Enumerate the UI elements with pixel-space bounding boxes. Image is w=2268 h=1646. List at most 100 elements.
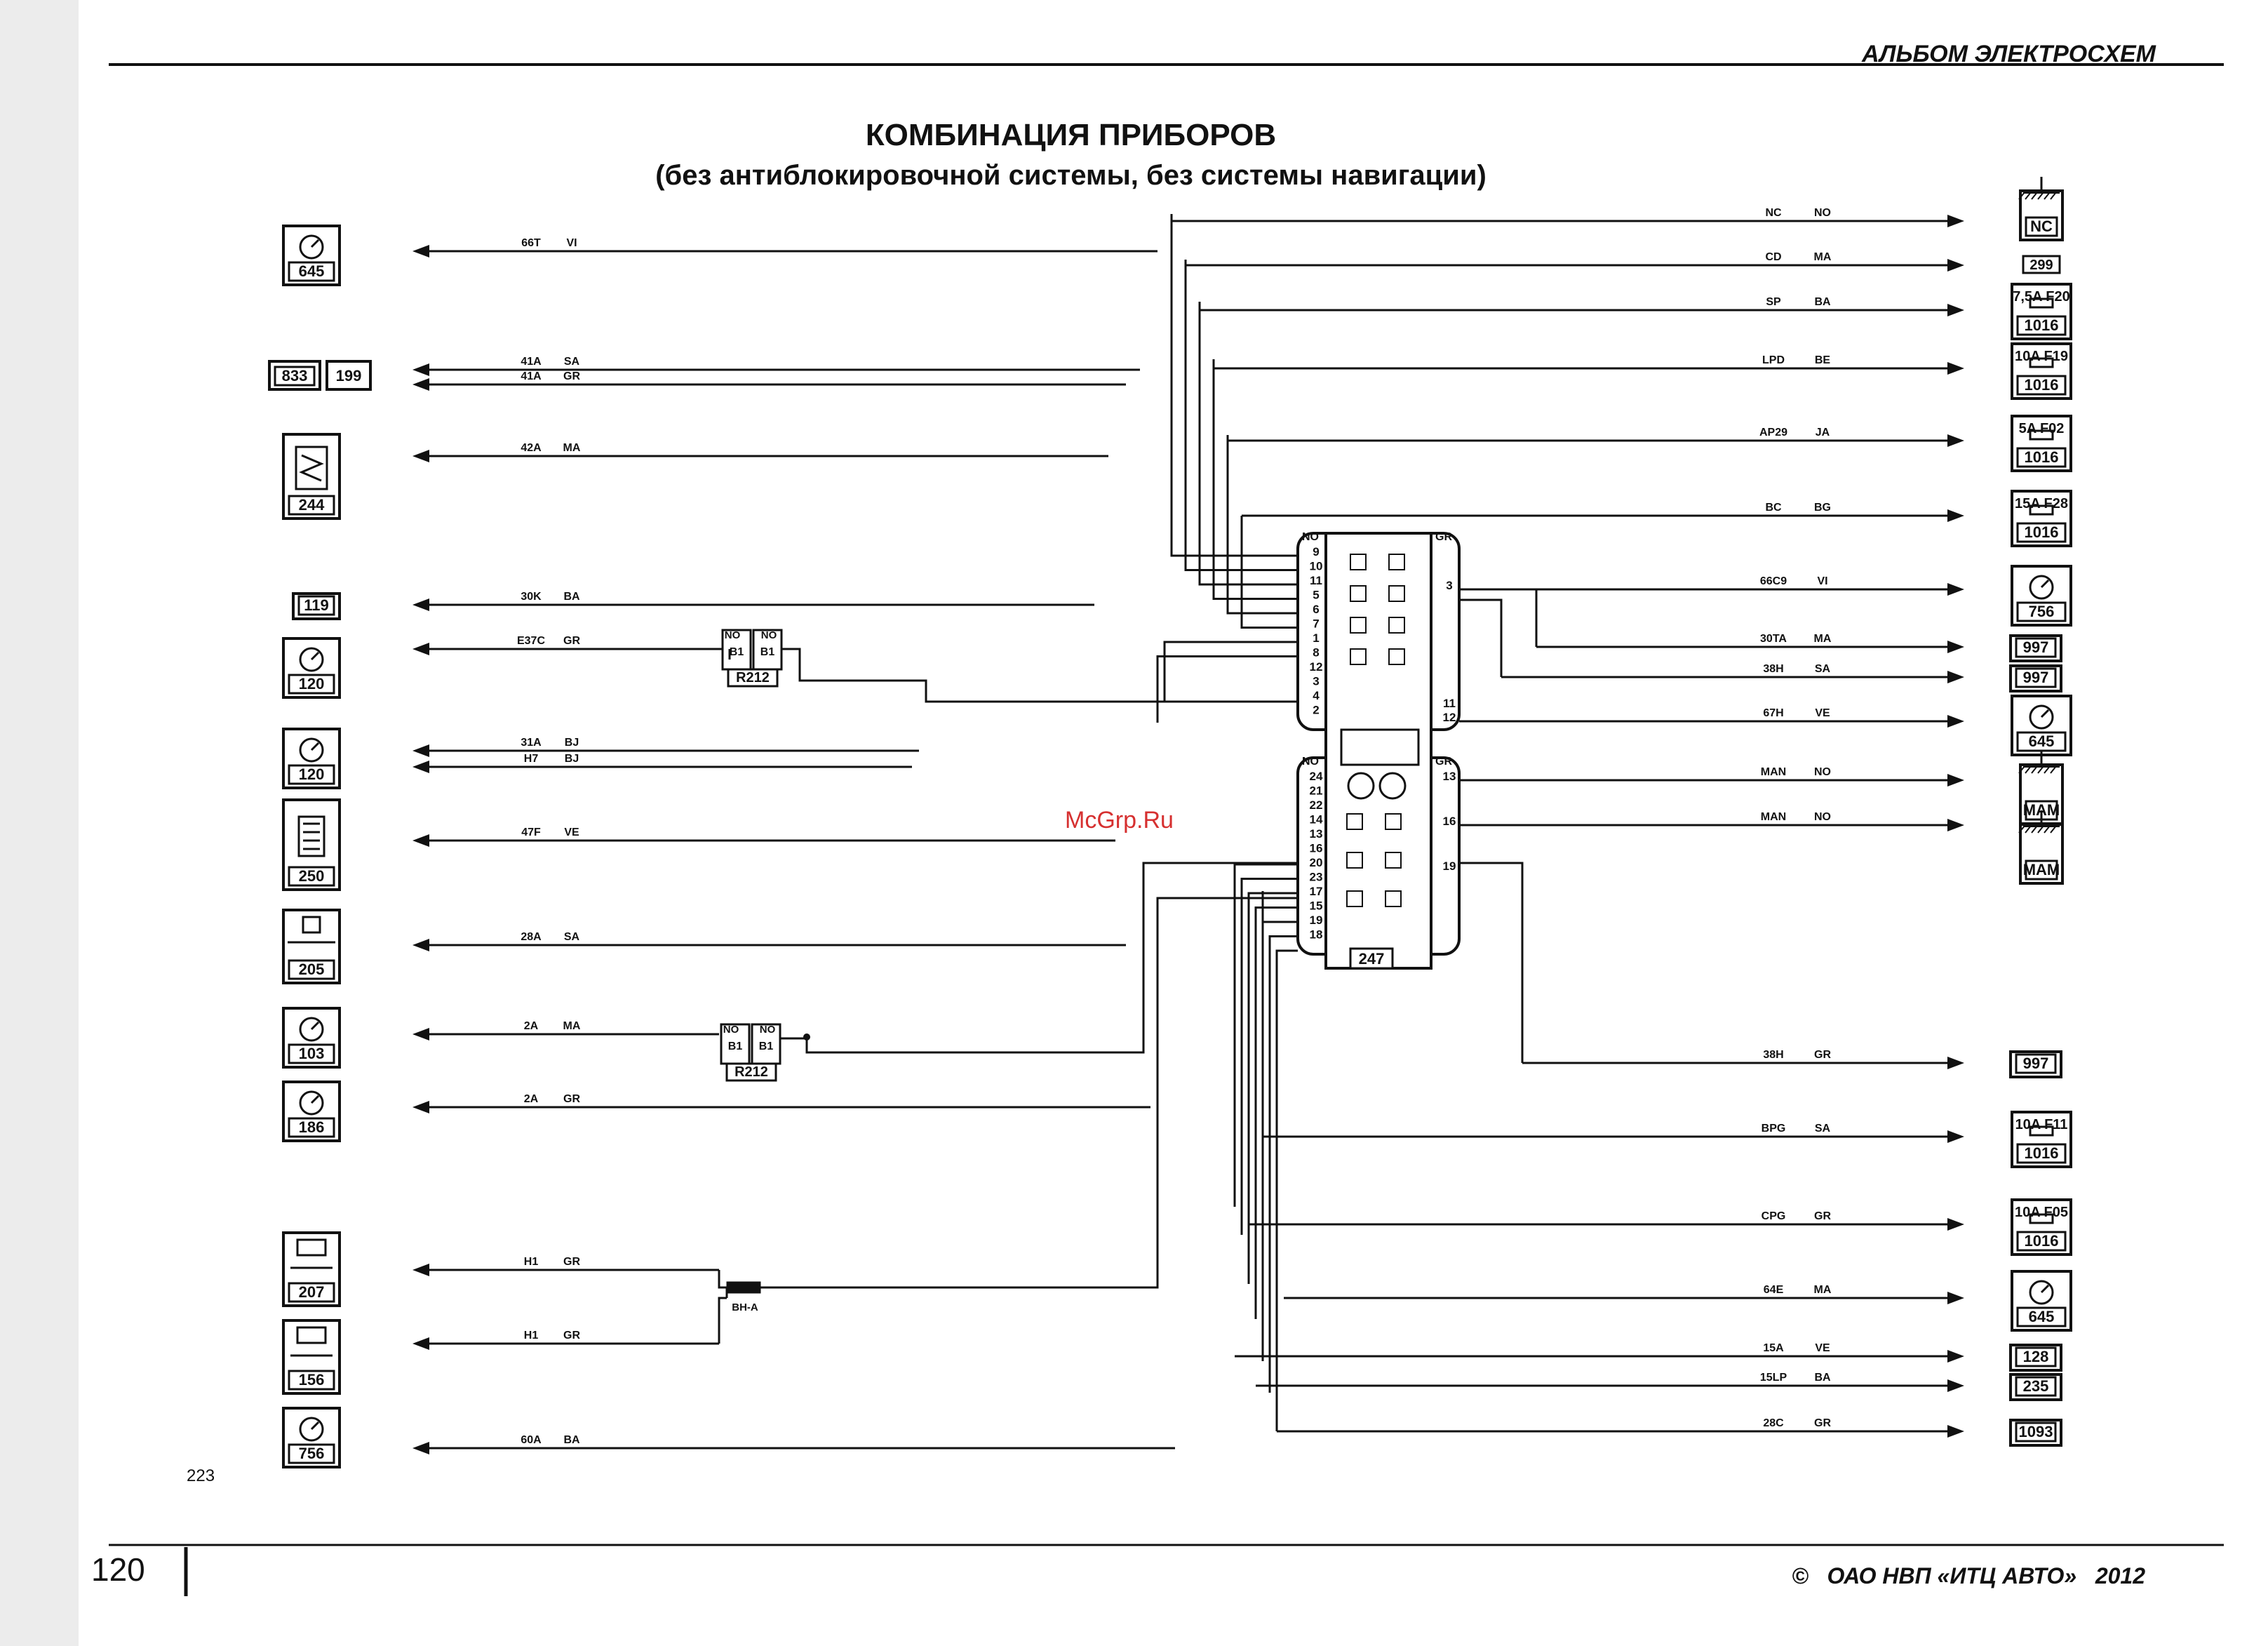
arrow-head xyxy=(412,744,429,757)
gauge-needle xyxy=(310,1095,320,1104)
right-component-1016 xyxy=(2011,283,2072,340)
unit-tag: GR xyxy=(1435,531,1452,543)
unit-pin: 1 xyxy=(1313,631,1319,645)
arrow-head xyxy=(1947,509,1964,522)
wire-color: VE xyxy=(1815,1342,1830,1354)
wire-color: MA xyxy=(1814,251,1832,263)
unit-pin: 5 xyxy=(1313,589,1319,602)
unit-pin: 13 xyxy=(1443,770,1456,783)
harness-wire xyxy=(1268,935,1298,1393)
arrow-head xyxy=(1947,715,1964,728)
indicator-lamp-icon xyxy=(1350,585,1367,602)
ground-hatch xyxy=(2050,825,2057,834)
wire-code: BC xyxy=(1765,502,1782,514)
arrow-head xyxy=(412,939,429,951)
ground-hatch xyxy=(2031,192,2038,200)
wire-code: MAN xyxy=(1761,766,1786,778)
ground-hatch xyxy=(2044,825,2051,834)
wire-code: H1 xyxy=(524,1330,539,1341)
gauge-icon xyxy=(2029,575,2054,600)
right-component-1093 xyxy=(2009,1419,2062,1447)
wire-color: NO xyxy=(1814,207,1831,219)
gauge-needle xyxy=(310,239,320,248)
wire-color: VI xyxy=(566,237,577,249)
wire-color: BA xyxy=(1814,1372,1831,1384)
arrow-head xyxy=(1947,215,1964,227)
id-plate xyxy=(2016,1231,2067,1252)
wire-color: GR xyxy=(1814,1049,1831,1061)
arrow-head xyxy=(1947,1218,1964,1231)
arrow-head xyxy=(412,598,429,611)
id-plate xyxy=(288,1043,335,1064)
wire-code: 38H xyxy=(1763,1049,1783,1061)
component-id: 645 xyxy=(2029,732,2055,750)
relay-plate xyxy=(725,1062,777,1082)
junction-wire xyxy=(718,1297,727,1344)
junction-trunk xyxy=(760,897,1298,1289)
component-id: 1016 xyxy=(2025,1144,2059,1162)
gauge-icon xyxy=(299,737,324,763)
relay-id: R212 xyxy=(734,1064,768,1080)
coil-icon xyxy=(297,815,326,857)
harness-wire xyxy=(1170,214,1298,557)
gauge-icon xyxy=(299,234,324,260)
indicator-lamp-icon xyxy=(1388,617,1405,634)
fuse-icon xyxy=(2029,1213,2054,1224)
arrow-head xyxy=(1947,259,1964,272)
switch-icon xyxy=(296,1326,327,1344)
unit-tag: NO xyxy=(1302,531,1319,543)
wire-code: 41A xyxy=(521,356,542,368)
unit-pin: 19 xyxy=(1443,859,1456,873)
unit-pin: 11 xyxy=(1310,574,1322,587)
speedometer-icon xyxy=(1347,772,1375,800)
arrow-head xyxy=(412,1264,429,1276)
tachometer-icon xyxy=(1378,772,1407,800)
component-id: 1016 xyxy=(2025,316,2059,334)
arrow-head xyxy=(412,450,429,462)
diagram-subtitle: (без антиблокировочной системы, без сист… xyxy=(655,160,1487,191)
fuse-icon xyxy=(2029,297,2054,309)
id-plate xyxy=(2016,1143,2067,1164)
arrow-head xyxy=(412,1337,429,1350)
harness-wire xyxy=(1275,949,1298,1431)
id-plate xyxy=(288,866,335,887)
wire-code: LPD xyxy=(1762,354,1785,366)
id-plate xyxy=(274,366,316,387)
unit-pin: 16 xyxy=(1443,815,1456,828)
id-plate xyxy=(2016,522,2067,543)
id-plate xyxy=(2015,1346,2057,1367)
relay-tag: NO xyxy=(760,1024,776,1036)
unit-pin: 15 xyxy=(1310,899,1323,913)
component-id: 199 xyxy=(336,367,362,384)
wire-code: 38H xyxy=(1763,663,1783,675)
unit-pin: 6 xyxy=(1313,603,1319,616)
unit-pin: 22 xyxy=(1310,798,1323,812)
left-component-205 xyxy=(282,909,341,984)
wire-code: AP29 xyxy=(1759,427,1787,439)
id-plate xyxy=(2016,601,2067,622)
relay-tag: NO xyxy=(725,629,741,641)
component-id: 156 xyxy=(299,1371,325,1389)
right-component-128 xyxy=(2009,1344,2062,1372)
fuse-rating: 5A F02 xyxy=(2019,421,2065,436)
wire-color: VI xyxy=(1817,575,1827,587)
id-plate xyxy=(288,1282,335,1303)
component-id: 103 xyxy=(299,1045,325,1062)
wire-code: 30TA xyxy=(1760,633,1787,645)
arrow-head xyxy=(1947,1379,1964,1392)
harness-wire xyxy=(1198,302,1298,586)
indicator-lamp-icon xyxy=(1346,852,1363,869)
harness-wire xyxy=(1226,435,1298,615)
relay-plate xyxy=(727,668,779,688)
ground-hatch xyxy=(2025,192,2032,200)
ground-hatch xyxy=(2050,192,2057,200)
id-plate xyxy=(288,674,335,695)
unit-pin: 14 xyxy=(1310,813,1323,827)
component-id: 1016 xyxy=(2025,523,2059,541)
indicator-lamp-icon xyxy=(1388,554,1405,570)
wire-code: 15A xyxy=(1763,1342,1784,1354)
harness-wire xyxy=(1163,641,1298,702)
ground-hatch xyxy=(2025,765,2032,774)
relay-left-half xyxy=(721,629,752,671)
ground-hatch xyxy=(2044,192,2051,200)
